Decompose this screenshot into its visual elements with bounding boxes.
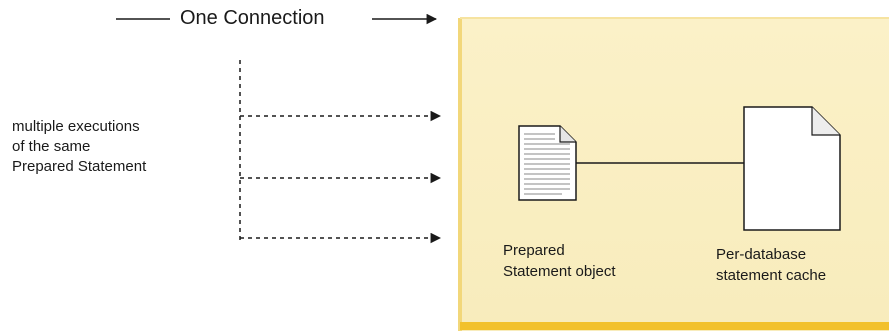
executions-label: multiple executions of the same Prepared… [12, 117, 146, 177]
prepared-statement-label-line-2: Statement object [503, 263, 616, 280]
prepared-statement-label: Prepared Statement object [503, 240, 616, 282]
blank-document-icon [743, 106, 841, 231]
statement-cache-label-line-1: Per-database [716, 246, 807, 263]
document-with-text-icon [518, 125, 577, 201]
statement-cache-label: Per-database statement cache [716, 244, 826, 286]
prepared-statement-label-line-1: Prepared [503, 242, 565, 259]
statement-cache-label-line-2: statement cache [716, 267, 827, 284]
executions-label-line-3: Prepared Statement [12, 158, 147, 175]
connection-label: One Connection [180, 7, 325, 29]
executions-label-line-1: multiple executions [12, 118, 140, 135]
executions-label-line-2: of the same [12, 138, 91, 155]
